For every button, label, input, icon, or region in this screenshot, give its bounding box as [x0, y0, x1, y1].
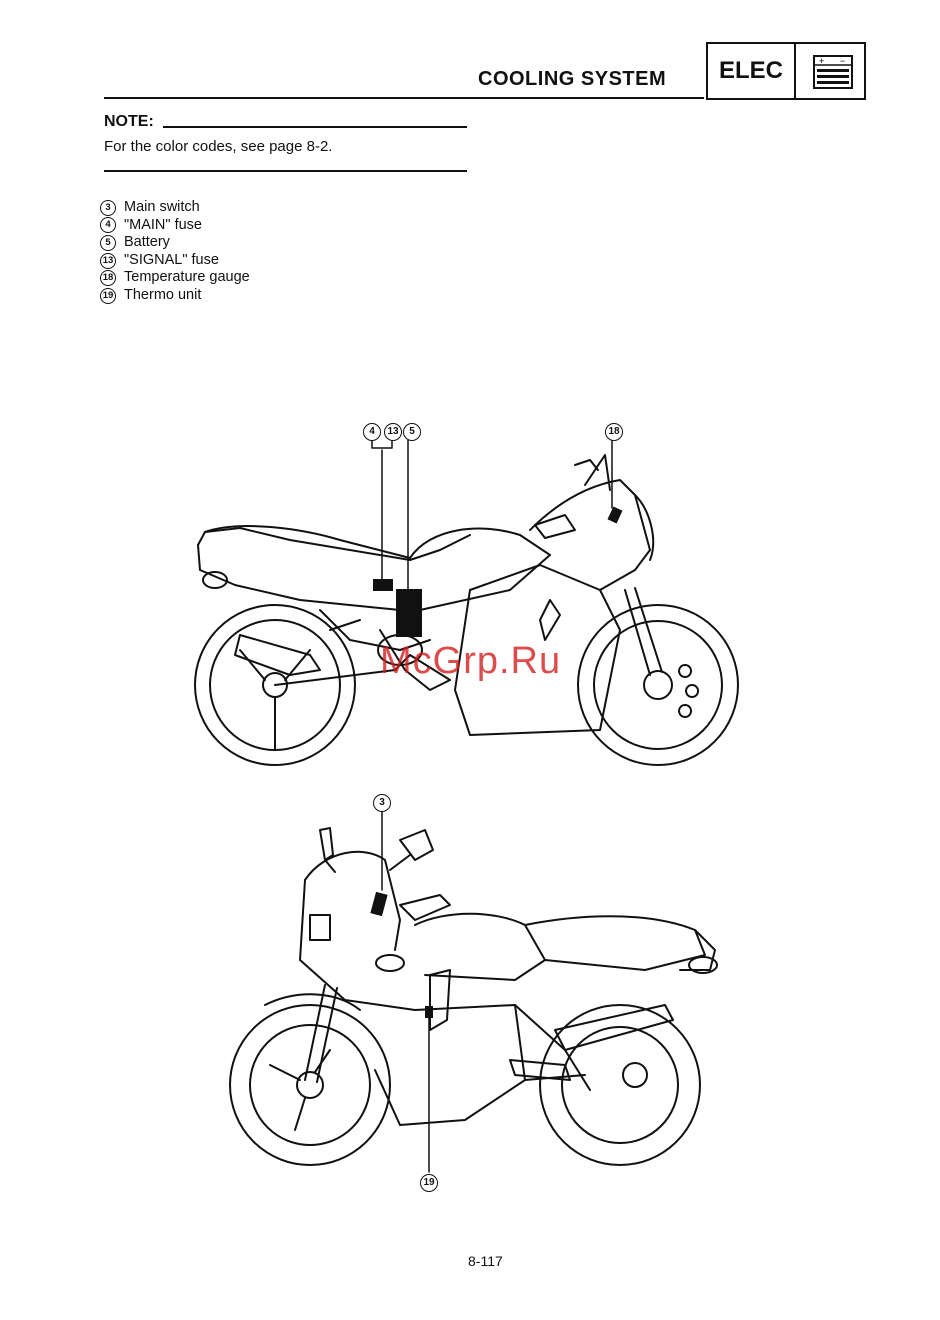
section-title: COOLING SYSTEM	[478, 68, 666, 91]
legend-item: 4 "MAIN" fuse	[100, 217, 250, 235]
legend-item: 18 Temperature gauge	[100, 269, 250, 287]
svg-text:+: +	[819, 56, 824, 66]
note-rule-top	[163, 126, 467, 128]
legend-number: 5	[100, 235, 116, 251]
legend-number: 13	[100, 253, 116, 269]
motorcycle-right-side-illustration	[180, 440, 750, 780]
callout-thermo-unit: 19	[420, 1172, 438, 1192]
callout-number: 13	[384, 423, 402, 441]
legend-label: Thermo unit	[124, 287, 201, 305]
callout-number: 4	[363, 423, 381, 441]
callout-number: 5	[403, 423, 421, 441]
section-tab-label: ELEC	[708, 44, 796, 98]
legend-label: Main switch	[124, 199, 200, 217]
legend-item: 5 Battery	[100, 234, 250, 252]
legend-label: "SIGNAL" fuse	[124, 252, 219, 270]
callout-main-switch: 3	[373, 792, 391, 812]
legend-number: 18	[100, 270, 116, 286]
callout-number: 3	[373, 794, 391, 812]
header-rule	[104, 97, 704, 99]
legend-item: 19 Thermo unit	[100, 287, 250, 305]
legend-item: 3 Main switch	[100, 199, 250, 217]
watermark: McGrp.Ru	[380, 640, 561, 683]
battery-plus-minus-icon: + −	[808, 52, 858, 92]
note-text: For the color codes, see page 8-2.	[104, 138, 332, 155]
page-number: 8-117	[468, 1253, 503, 1269]
callout-temperature-gauge: 18	[605, 421, 623, 441]
legend-label: "MAIN" fuse	[124, 217, 202, 235]
legend-item: 13 "SIGNAL" fuse	[100, 252, 250, 270]
note-heading: NOTE:	[104, 113, 154, 131]
motorcycle-left-side-illustration	[225, 810, 725, 1180]
callout-number: 19	[420, 1174, 438, 1192]
callout-number: 18	[605, 423, 623, 441]
section-tab: ELEC + −	[706, 42, 866, 100]
legend-label: Battery	[124, 234, 170, 252]
legend-number: 3	[100, 200, 116, 216]
legend-label: Temperature gauge	[124, 269, 250, 287]
note-rule-bottom	[104, 170, 467, 172]
legend-number: 19	[100, 288, 116, 304]
legend-number: 4	[100, 217, 116, 233]
svg-text:−: −	[840, 56, 845, 66]
component-legend: 3 Main switch 4 "MAIN" fuse 5 Battery 13 "SI…	[100, 199, 250, 305]
